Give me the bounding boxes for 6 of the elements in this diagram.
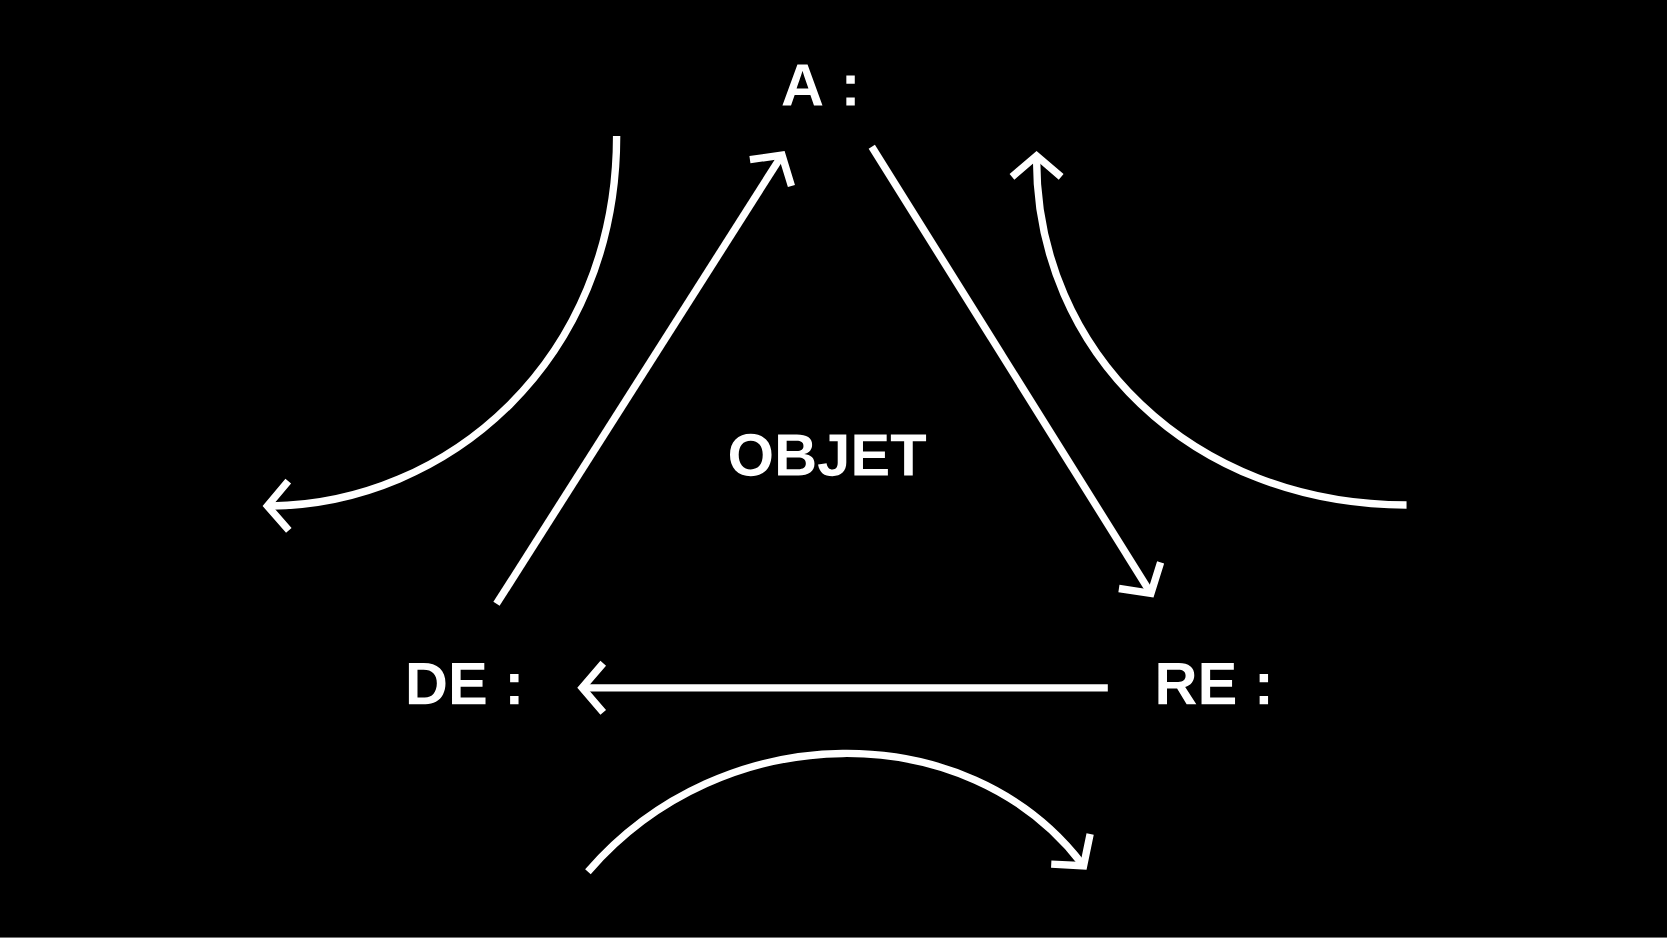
node-label: A : xyxy=(782,64,855,106)
node-label: DE : xyxy=(408,663,519,705)
node-label: RE : xyxy=(1158,663,1269,705)
center-label: OBJET xyxy=(730,434,927,477)
arrow xyxy=(493,151,795,606)
arrow xyxy=(868,144,1165,598)
